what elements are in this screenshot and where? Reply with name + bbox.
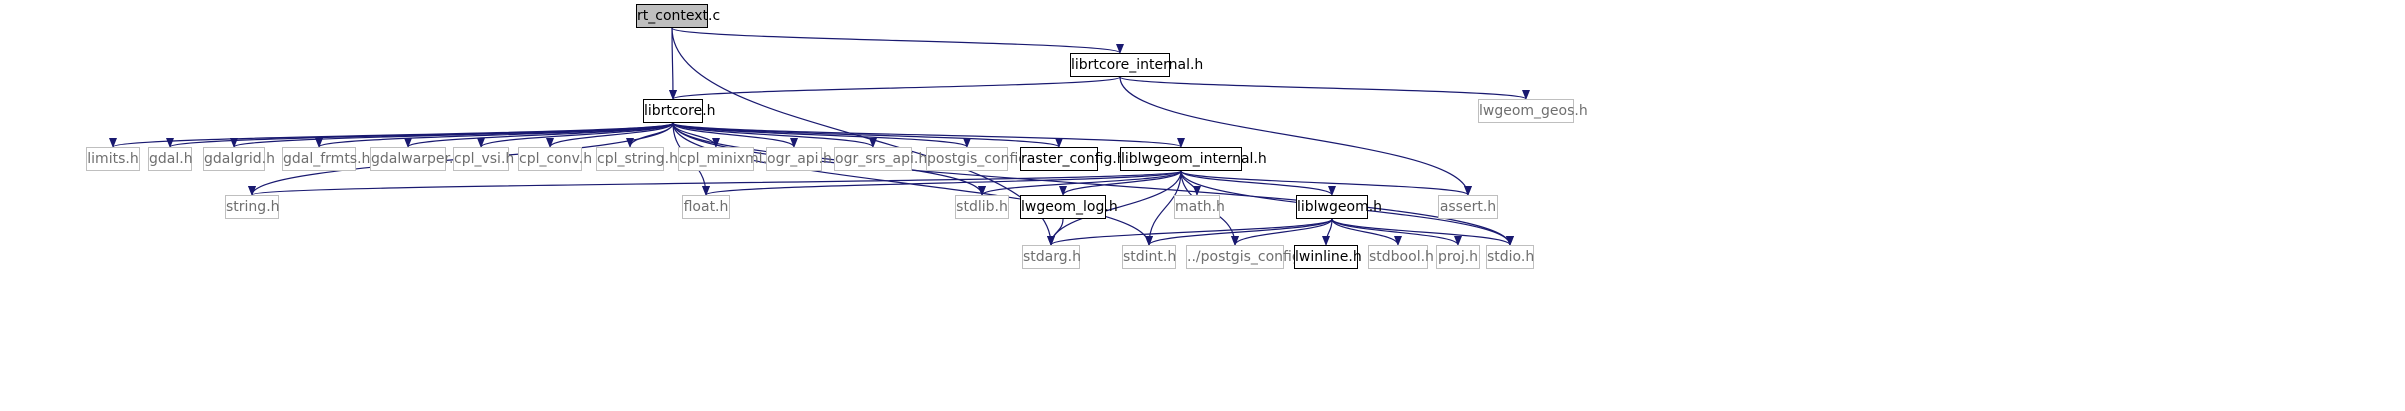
node-cpl-conv-h: cpl_conv.h	[518, 147, 592, 171]
node-float-h: float.h	[682, 195, 730, 219]
node-cpl-string-h: cpl_string.h	[596, 147, 678, 171]
node-stdio-h: stdio.h	[1486, 245, 1534, 269]
edge-librtcore-to-cpl_vsi	[477, 122, 674, 148]
edge-liblwgeom_internal-to-liblwgeom	[1180, 170, 1336, 196]
edge-liblwgeom-to-lwinline	[1322, 218, 1333, 246]
edge-librtcore-to-gdalwarper	[404, 122, 674, 148]
node-liblwgeom-internal-h[interactable]: liblwgeom_internal.h	[1120, 147, 1267, 171]
edge-librtcore-to-cpl_conv	[546, 122, 674, 148]
node-lwinline-h[interactable]: lwinline.h	[1294, 245, 1362, 269]
node-math-h: math.h	[1174, 195, 1225, 219]
edge-librtcore_internal-to-librtcore	[669, 76, 1121, 100]
node-gdal-h: gdal.h	[148, 147, 193, 171]
edge-liblwgeom_internal-to-lwgeom_log	[1059, 170, 1182, 196]
node-liblwgeom-h[interactable]: liblwgeom.h	[1296, 195, 1382, 219]
edge-librtcore_internal-to-assert	[1119, 76, 1472, 196]
edge-librtcore-to-liblwgeom_internal	[672, 122, 1185, 148]
edge-liblwgeom-to-stdbool	[1331, 218, 1402, 246]
node-rt-context-c: rt_context.c	[636, 4, 720, 28]
edge-librtcore_internal-to-lwgeom_geos	[1119, 76, 1530, 100]
node-limits-h: limits.h	[86, 147, 140, 171]
node-stdarg-h: stdarg.h	[1022, 245, 1081, 269]
node-raster-config-h[interactable]: raster_config.h	[1020, 147, 1126, 171]
edge-librtcore-to-gdal	[166, 122, 674, 148]
node-parent-postgis-config-h: ../postgis_config.h	[1186, 245, 1314, 269]
node-string-h: string.h	[225, 195, 280, 219]
node-ogr-srs-api-h: ogr_srs_api.h	[834, 147, 927, 171]
node-cpl-minixml-h: cpl_minixml.h	[678, 147, 776, 171]
node-gdalwarper-h: gdalwarper.h	[370, 147, 462, 171]
edge-librtcore-to-stdio	[672, 122, 1514, 246]
edge-librtcore-to-gdal_frmts	[315, 122, 674, 148]
node-stdbool-h: stdbool.h	[1368, 245, 1434, 269]
node-stdint-h: stdint.h	[1122, 245, 1176, 269]
edge-liblwgeom_internal-to-assert	[1180, 170, 1472, 196]
edge-librtcore-to-ogr_api	[672, 122, 798, 148]
node-assert-h: assert.h	[1438, 195, 1498, 219]
node-gdal-frmts-h: gdal_frmts.h	[282, 147, 370, 171]
node-librtcore-h[interactable]: librtcore.h	[643, 99, 716, 123]
edge-liblwgeom-to-stdio	[1331, 218, 1514, 246]
edge-liblwgeom-to-postgis_config_rel	[1231, 218, 1333, 246]
edge-librtcore-to-ogr_srs_api	[672, 122, 877, 148]
edge-liblwgeom-to-stdarg	[1047, 218, 1333, 246]
edge-liblwgeom-to-stdint	[1145, 218, 1333, 246]
node-stdlib-h: stdlib.h	[955, 195, 1009, 219]
node-lwgeom-geos-h: lwgeom_geos.h	[1478, 99, 1588, 123]
node-proj-h: proj.h	[1436, 245, 1480, 269]
node-librtcore-internal-h[interactable]: librtcore_internal.h	[1070, 53, 1203, 77]
node-lwgeom-log-h[interactable]: lwgeom_log.h	[1020, 195, 1118, 219]
node-ogr-api-h: ogr_api.h	[766, 147, 832, 171]
edge-librtcore-to-limits	[109, 122, 674, 148]
edge-liblwgeom_internal-to-string	[248, 170, 1182, 196]
node-cpl-vsi-h: cpl_vsi.h	[453, 147, 514, 171]
edge-librtcore-to-raster_config	[672, 122, 1063, 148]
edge-liblwgeom_internal-to-float	[702, 170, 1182, 196]
node-gdalgrid-h: gdalgrid.h	[203, 147, 275, 171]
edge-liblwgeom_internal-to-stdlib	[978, 170, 1182, 196]
edge-rt_context-to-librtcore_internal	[671, 27, 1124, 54]
node-postgis-config-h: postgis_config.h	[926, 147, 1040, 171]
